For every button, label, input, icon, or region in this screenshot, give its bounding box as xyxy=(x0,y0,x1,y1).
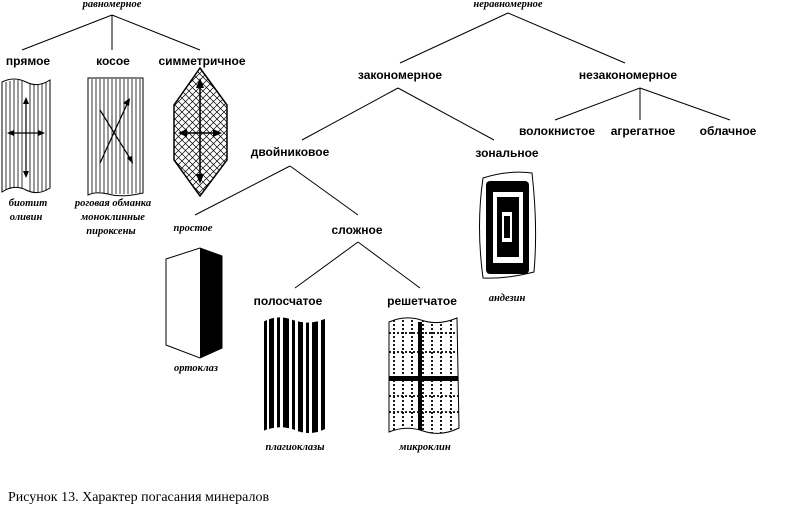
mineral-andesine: андезин xyxy=(489,293,526,304)
microcline-crystal xyxy=(388,317,460,434)
label-cloudy: облачное xyxy=(700,124,757,138)
label-symmetric: симметричное xyxy=(158,54,245,68)
mineral-microcline: микроклин xyxy=(398,442,451,453)
label-uniform: равномерное xyxy=(82,0,142,10)
label-twin: двойниковое xyxy=(251,145,330,159)
biotite-crystal xyxy=(1,78,51,194)
mineral-monoclinic: моноклинные xyxy=(80,212,145,223)
mineral-olivine: оливин xyxy=(10,212,43,223)
andesine-crystal xyxy=(479,171,537,279)
figure-caption: Рисунок 13. Характер погасания минералов xyxy=(8,490,269,505)
label-banded: полосчатое xyxy=(254,294,323,308)
mineral-biotite: биотит xyxy=(9,198,48,209)
hornblende-crystal xyxy=(87,77,144,197)
label-oblique: косое xyxy=(96,54,130,68)
label-irregular: незакономерное xyxy=(579,68,677,82)
tree-lines xyxy=(21,12,731,289)
label-straight: прямое xyxy=(6,54,50,68)
label-regular: закономерное xyxy=(358,68,443,82)
mineral-orthoclase: ортоклаз xyxy=(174,363,218,374)
symmetric-crystal xyxy=(173,66,228,198)
orthoclase-crystal xyxy=(165,247,223,359)
label-zonal: зональное xyxy=(475,146,538,160)
mineral-plagioclase: плагиоклазы xyxy=(266,442,325,453)
label-aggregate: агрегатное xyxy=(611,124,676,138)
label-simple: простое xyxy=(174,223,213,234)
plagioclase-crystal xyxy=(263,317,327,434)
mineral-hornblende: роговая обманка xyxy=(74,198,151,209)
label-nonuniform: неравномерное xyxy=(473,0,543,10)
label-complex: сложное xyxy=(331,223,382,237)
label-fibrous: волокнистое xyxy=(519,124,595,138)
mineral-pyroxenes: пироксены xyxy=(86,226,135,237)
label-lattice: решетчатое xyxy=(387,294,457,308)
